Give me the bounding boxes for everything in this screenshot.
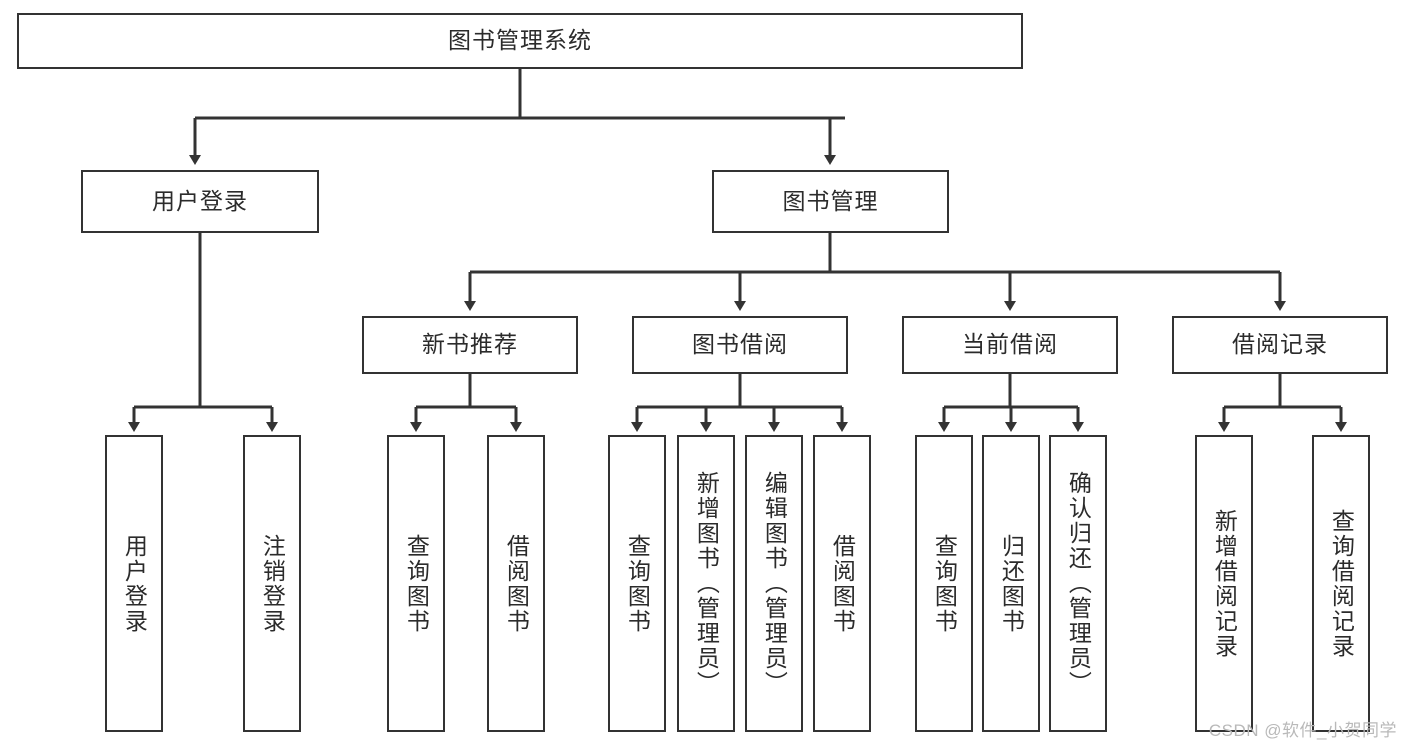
leaf-edit-book-admin[interactable]: 编辑图书（管理员） (745, 435, 803, 732)
node-book-borrow[interactable]: 图书借阅 (632, 316, 848, 374)
node-new-book-recommend[interactable]: 新书推荐 (362, 316, 578, 374)
leaf-query-book-current[interactable]: 查询图书 (915, 435, 973, 732)
node-current-borrow[interactable]: 当前借阅 (902, 316, 1118, 374)
csdn-watermark: CSDN @软件_小贺同学 (1208, 721, 1397, 740)
leaf-query-book-borrow[interactable]: 查询图书 (608, 435, 666, 732)
leaf-user-login[interactable]: 用户登录 (105, 435, 163, 732)
leaf-borrow-book-recommend[interactable]: 借阅图书 (487, 435, 545, 732)
node-borrow-records[interactable]: 借阅记录 (1172, 316, 1388, 374)
leaf-add-book-admin[interactable]: 新增图书（管理员） (677, 435, 735, 732)
leaf-logout[interactable]: 注销登录 (243, 435, 301, 732)
leaf-query-book-recommend[interactable]: 查询图书 (387, 435, 445, 732)
leaf-query-borrow-record[interactable]: 查询借阅记录 (1312, 435, 1370, 732)
node-root-system[interactable]: 图书管理系统 (17, 13, 1023, 69)
leaf-add-borrow-record[interactable]: 新增借阅记录 (1195, 435, 1253, 732)
leaf-confirm-return-admin[interactable]: 确认归还（管理员） (1049, 435, 1107, 732)
node-user-login[interactable]: 用户登录 (81, 170, 319, 233)
node-book-management[interactable]: 图书管理 (712, 170, 949, 233)
leaf-return-book[interactable]: 归还图书 (982, 435, 1040, 732)
leaf-borrow-book[interactable]: 借阅图书 (813, 435, 871, 732)
